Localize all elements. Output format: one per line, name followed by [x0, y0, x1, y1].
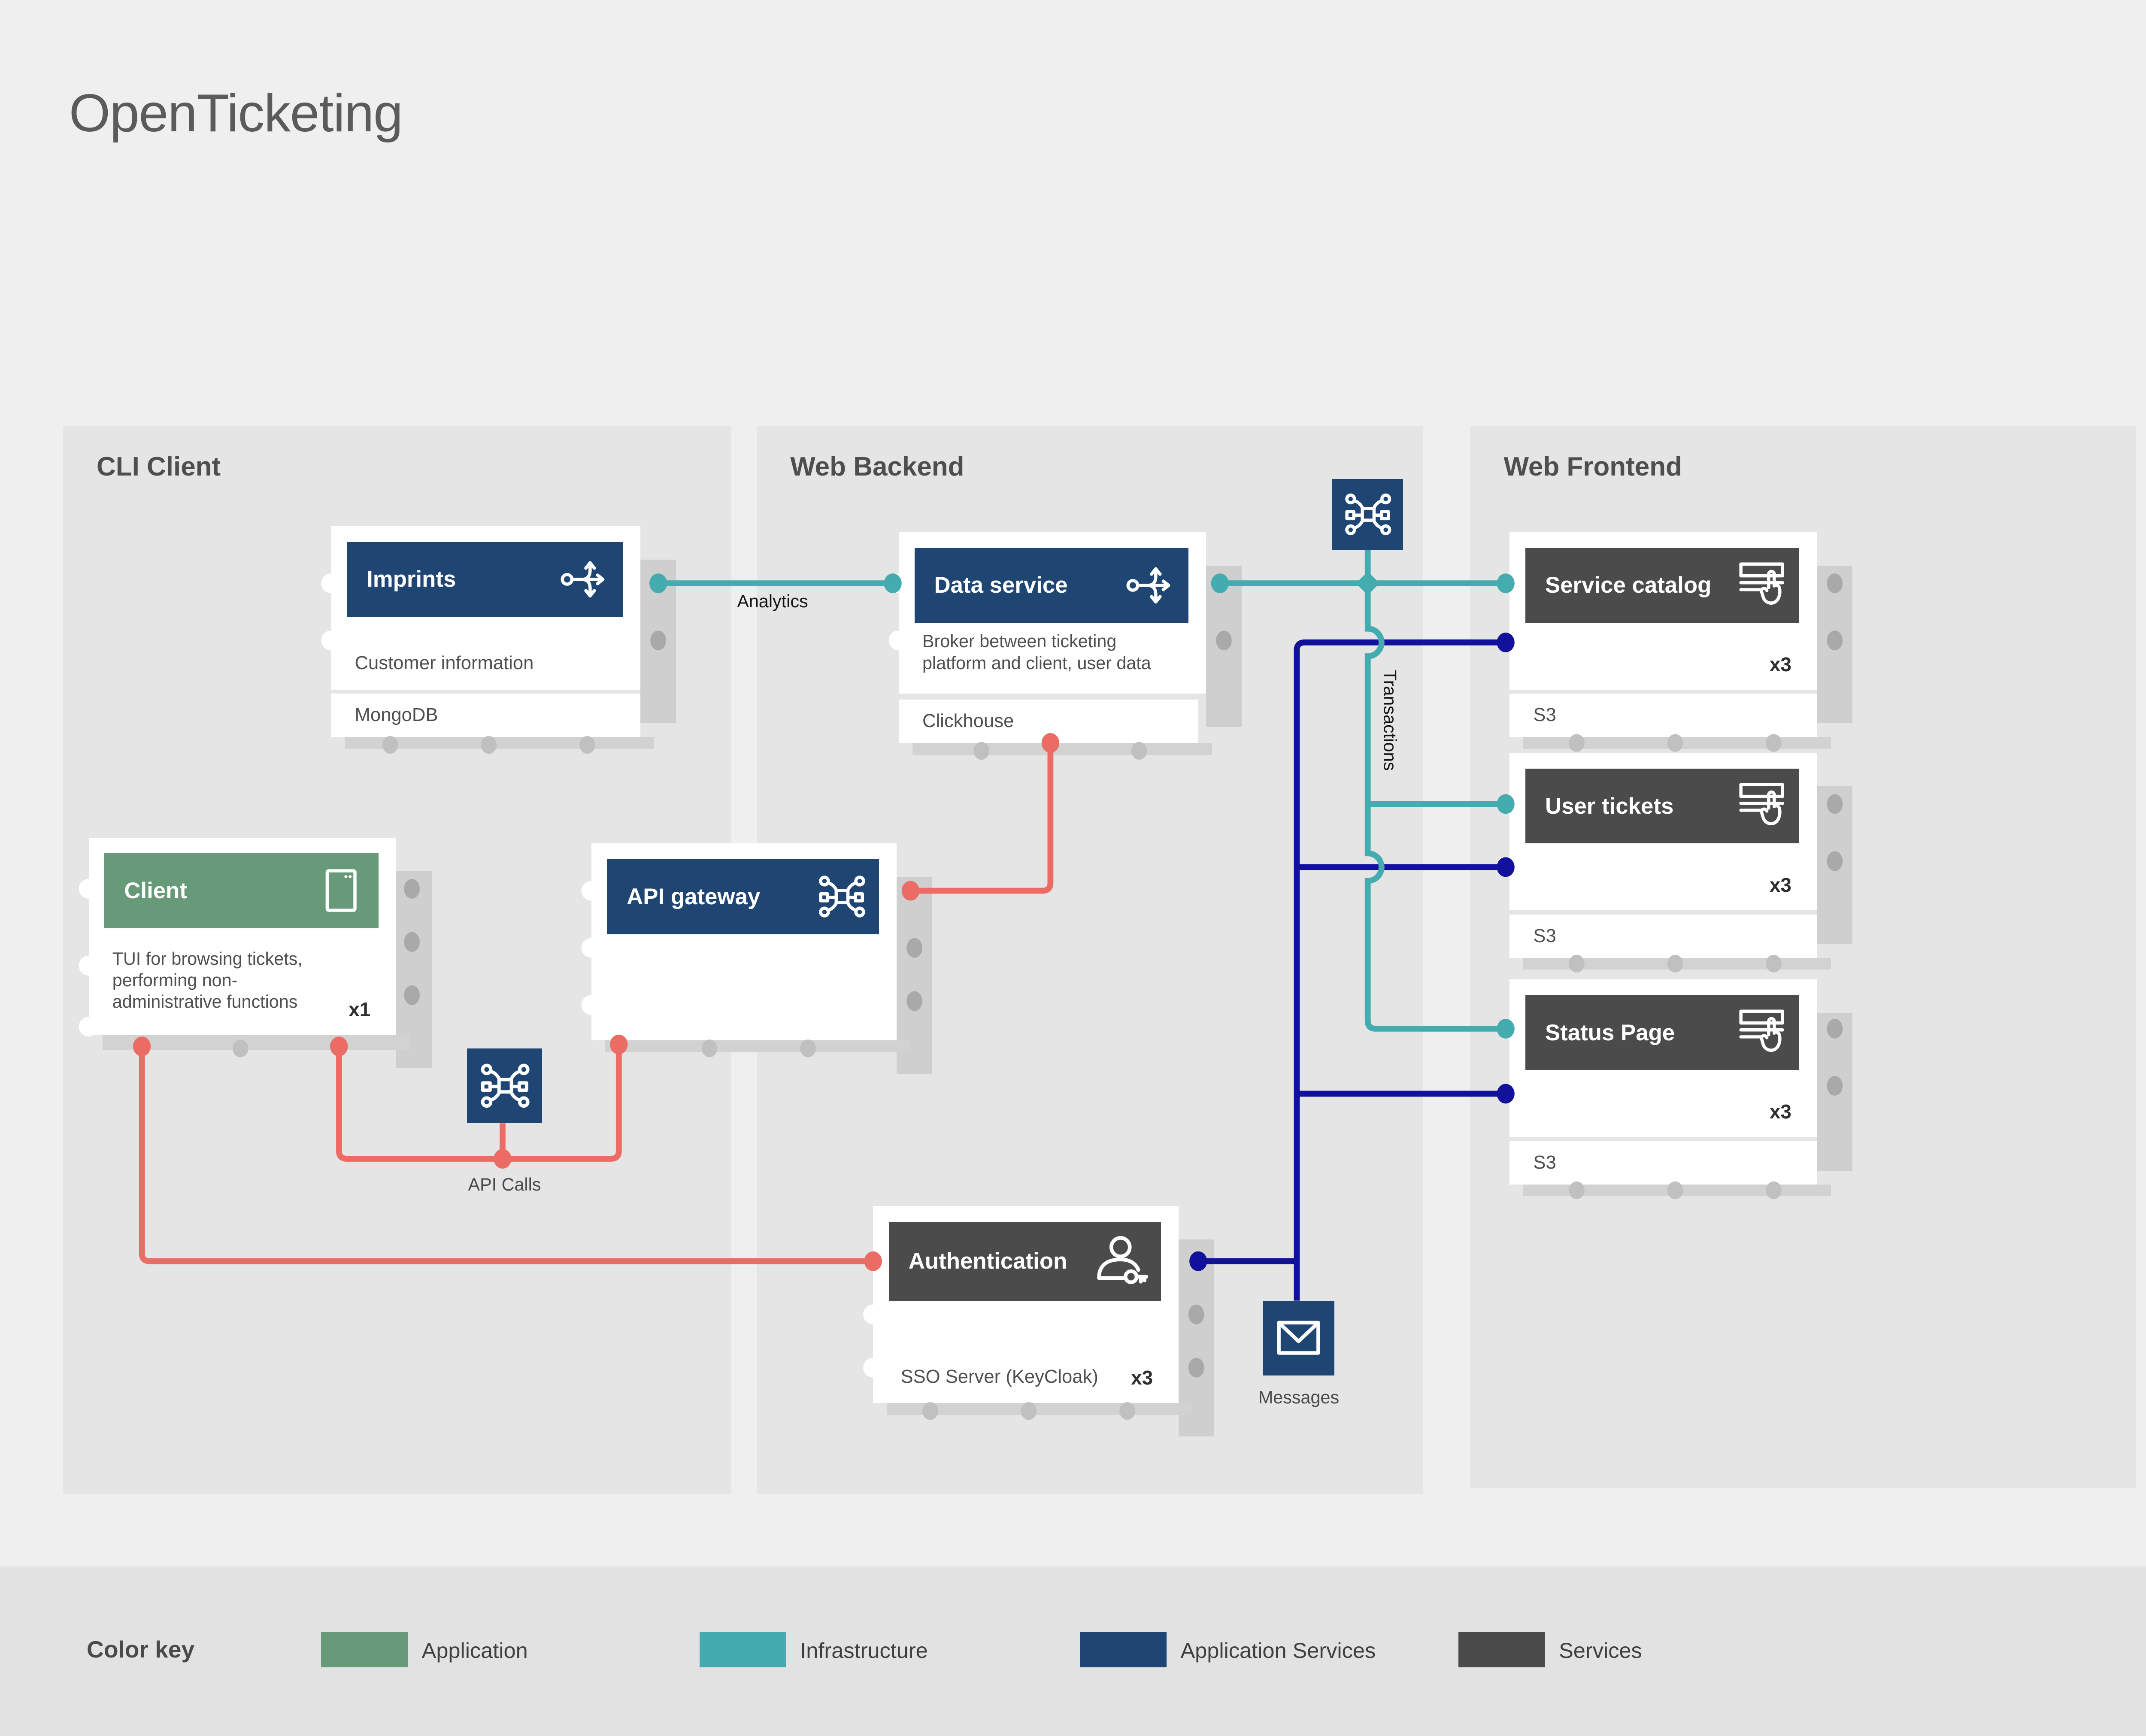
network-hub-icon	[1342, 489, 1393, 540]
stack-shadow	[102, 1034, 410, 1051]
node-header: Imprints	[347, 542, 623, 617]
group-label: CLI Client	[96, 451, 221, 482]
node-client[interactable]: Client TUI for browsing tickets, perform…	[88, 837, 396, 1035]
legend-label: Services	[1559, 1638, 1642, 1663]
tech-label: Clickhouse	[922, 711, 1014, 732]
node-title: Client	[124, 878, 187, 903]
node-title: Imprints	[367, 567, 456, 592]
node-header: User tickets	[1525, 768, 1800, 844]
transactions-hub-node[interactable]	[1332, 479, 1403, 550]
legend-label: Application Services	[1180, 1638, 1376, 1663]
node-s3-service-catalog[interactable]: S3	[1509, 694, 1817, 737]
api-calls-node[interactable]	[467, 1048, 542, 1124]
node-s3-status-page[interactable]: S3	[1509, 1141, 1817, 1185]
click-cards-icon	[1736, 1007, 1787, 1058]
branch-arrows-icon	[560, 554, 611, 605]
messages-label: Messages	[1258, 1387, 1340, 1407]
legend-swatch-application-services	[1080, 1632, 1167, 1667]
stack-strip	[1206, 565, 1242, 727]
stack-shadow	[345, 737, 655, 749]
app-window-icon	[315, 865, 367, 916]
envelope-icon	[1273, 1311, 1324, 1365]
node-title: Status Page	[1545, 1020, 1675, 1045]
api-calls-label: API Calls	[468, 1174, 541, 1194]
stack-shadow	[1523, 957, 1831, 970]
instance-count: x3	[1769, 653, 1791, 676]
stack-strip	[1817, 786, 1853, 944]
legend-label: Application	[421, 1638, 528, 1663]
node-note: Customer information	[355, 653, 534, 674]
node-header: Status Page	[1525, 995, 1800, 1070]
messages-node[interactable]	[1263, 1300, 1334, 1376]
network-hub-icon	[816, 871, 867, 922]
tech-label: S3	[1533, 925, 1556, 946]
network-hub-icon	[478, 1059, 532, 1113]
tech-label: S3	[1533, 705, 1556, 726]
node-title: Service catalog	[1545, 573, 1712, 598]
node-service-catalog[interactable]: Service catalog x3	[1509, 532, 1817, 690]
instance-count: x3	[1131, 1366, 1153, 1389]
node-header: Data service	[914, 548, 1188, 623]
legend-swatch-infrastructure	[700, 1632, 787, 1667]
node-api-gateway[interactable]: API gateway	[591, 843, 897, 1041]
node-title: API gateway	[627, 884, 761, 909]
group-label: Web Backend	[790, 451, 964, 482]
node-data-service[interactable]: Data service Broker between ticketing pl…	[898, 532, 1206, 694]
legend-label: Infrastructure	[800, 1638, 928, 1663]
instance-count: x1	[349, 998, 371, 1021]
node-s3-user-tickets[interactable]: S3	[1509, 914, 1817, 958]
click-cards-icon	[1736, 780, 1787, 831]
node-header: Authentication	[888, 1221, 1161, 1301]
tech-label: S3	[1533, 1152, 1556, 1173]
node-title: Authentication	[908, 1248, 1067, 1274]
instance-count: x3	[1769, 1100, 1791, 1123]
stack-shadow	[1523, 737, 1831, 749]
node-mongodb[interactable]: MongoDB	[331, 694, 641, 737]
node-user-tickets[interactable]: User tickets x3	[1509, 753, 1817, 911]
stack-shadow	[912, 743, 1212, 755]
stack-strip	[640, 560, 676, 724]
page-title: OpenTicketing	[69, 83, 403, 143]
transactions-label: Transactions	[1380, 670, 1400, 771]
node-title: Data service	[934, 573, 1068, 598]
node-description: TUI for browsing tickets, performing non…	[112, 948, 303, 1012]
analytics-label: Analytics	[737, 591, 808, 611]
node-header: Service catalog	[1525, 548, 1800, 623]
node-status-page[interactable]: Status Page x3	[1509, 979, 1817, 1137]
stack-shadow	[1523, 1184, 1831, 1197]
click-cards-icon	[1736, 560, 1787, 611]
node-header: Client	[104, 853, 379, 928]
legend-swatch-application	[321, 1632, 408, 1667]
node-imprints[interactable]: Imprints Customer information	[331, 526, 641, 690]
person-key-icon	[1090, 1232, 1149, 1291]
node-title: User tickets	[1545, 793, 1674, 819]
legend-title: Color key	[87, 1636, 195, 1663]
node-description: Broker between ticketing platform and cl…	[922, 631, 1151, 673]
tech-label: SSO Server (KeyCloak)	[900, 1366, 1098, 1387]
stack-shadow	[887, 1403, 1193, 1415]
node-clickhouse[interactable]: Clickhouse	[898, 700, 1198, 743]
branch-arrows-icon	[1125, 560, 1176, 611]
instance-count: x3	[1769, 874, 1791, 897]
node-authentication[interactable]: Authentication SSO Server (KeyCloak) x3	[873, 1206, 1179, 1403]
stack-strip	[1817, 1013, 1853, 1171]
tech-label: MongoDB	[355, 705, 438, 726]
stack-strip	[1817, 565, 1853, 724]
node-header: API gateway	[607, 859, 879, 934]
group-label: Web Frontend	[1503, 451, 1682, 482]
legend-swatch-services	[1458, 1632, 1545, 1667]
stack-shadow	[605, 1040, 911, 1053]
